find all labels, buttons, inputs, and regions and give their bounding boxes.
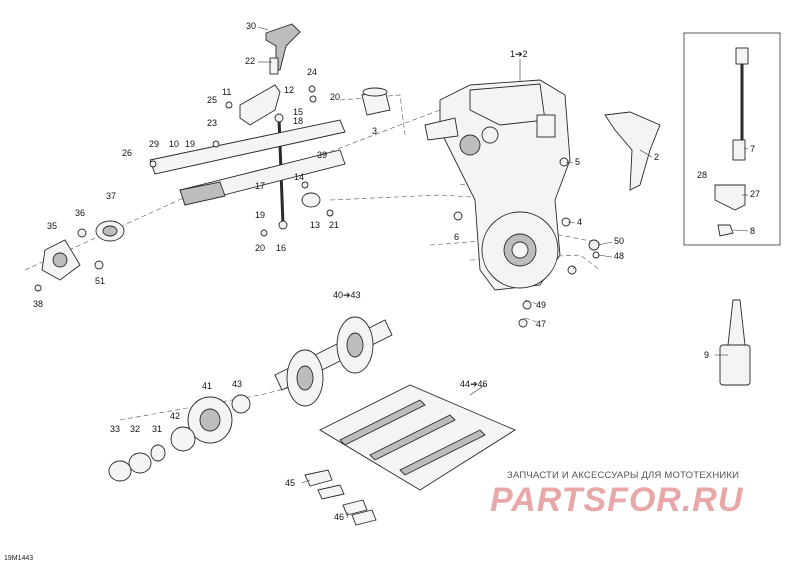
callout-47: 47: [536, 319, 546, 329]
callout-14: 14: [294, 172, 304, 182]
circlip-part: [231, 394, 251, 414]
ring-33-part: [108, 460, 132, 482]
callout-24: 24: [307, 67, 317, 77]
callout-28: 28: [697, 170, 707, 180]
callout-labels: 30 22 24 11 25 12 20 23 18 15 3 1➔2 2 19…: [33, 21, 760, 522]
callout-10: 10: [169, 139, 179, 149]
flange-part: [41, 239, 81, 281]
callout-16: 16: [276, 243, 286, 253]
callout-45: 45: [285, 478, 295, 488]
clip-45b-part: [317, 484, 345, 500]
callout-20-lower: 20: [255, 243, 265, 253]
callout-49: 49: [536, 300, 546, 310]
nut-part: [717, 224, 734, 237]
callout-9: 9: [704, 350, 709, 360]
callout-50: 50: [614, 236, 624, 246]
callout-23: 23: [207, 118, 217, 128]
clip-45-part: [304, 469, 333, 487]
brand-logo: PARTSFOR.RU: [490, 481, 744, 517]
bearing-part: [95, 220, 125, 242]
callout-27: 27: [750, 189, 760, 199]
callout-26: 26: [122, 148, 132, 158]
bearing-42-part: [170, 426, 196, 452]
slider-rail-kit-part: [319, 384, 516, 491]
callout-13: 13: [310, 220, 320, 230]
sleeve-part: [361, 87, 391, 116]
callout-19-top: 19: [185, 139, 195, 149]
svg-text:PARTSFOR.RU: PARTSFOR.RU: [490, 481, 744, 517]
callout-3: 3: [372, 126, 377, 136]
callout-18: 18: [293, 116, 303, 126]
clip-46b-part: [351, 509, 377, 526]
callout-31: 31: [152, 424, 162, 434]
callout-51: 51: [95, 276, 105, 286]
callout-46: 46: [334, 512, 344, 522]
shaft-part: [149, 119, 346, 175]
callout-1-2: 1➔2: [510, 49, 528, 59]
callout-21: 21: [329, 220, 339, 230]
leader-lines: [257, 26, 749, 519]
callout-30: 30: [246, 21, 256, 31]
seal-31-part: [150, 444, 166, 462]
callout-38: 38: [33, 299, 43, 309]
callout-17: 17: [255, 181, 265, 191]
callout-37: 37: [106, 191, 116, 201]
callout-19-lower: 19: [255, 210, 265, 220]
clip-46-part: [342, 499, 368, 516]
drawing-code: 19M1443: [4, 555, 34, 562]
bracket-part: [239, 84, 281, 126]
callout-39: 39: [317, 150, 327, 160]
callout-40-43: 40➔43: [333, 290, 361, 300]
gearbox-housing-part: [424, 79, 571, 291]
callout-43: 43: [232, 379, 242, 389]
callout-7: 7: [750, 144, 755, 154]
callout-41: 41: [202, 381, 212, 391]
shift-lever-part: [265, 23, 301, 75]
seal-32-part: [128, 452, 152, 474]
bearing-flange-bore: [199, 408, 221, 432]
fasteners: [34, 85, 600, 328]
watermark-caption: ЗАПЧАСТИ И АКСЕССУАРЫ ДЛЯ МОТОТЕХНИКИ: [507, 470, 740, 481]
callout-2: 2: [654, 152, 659, 162]
callout-25: 25: [207, 95, 217, 105]
callout-6: 6: [454, 232, 459, 242]
callout-8: 8: [750, 226, 755, 236]
callout-33: 33: [110, 424, 120, 434]
sensor-part: [732, 47, 749, 161]
callout-4-upper: 4: [577, 217, 582, 227]
callout-12: 12: [284, 85, 294, 95]
callout-32: 32: [130, 424, 140, 434]
callout-5: 5: [575, 157, 580, 167]
sprocket-shaft-part: [274, 316, 393, 407]
sensor-bracket-part: [714, 184, 746, 211]
callout-48: 48: [614, 251, 624, 261]
cover-part: [604, 111, 661, 191]
callout-36: 36: [75, 208, 85, 218]
callout-15: 15: [293, 107, 303, 117]
sealant-bottle-part: [719, 299, 751, 386]
callout-22: 22: [245, 56, 255, 66]
callout-35: 35: [47, 221, 57, 231]
callout-11: 11: [222, 87, 231, 97]
seal-ring-part: [301, 192, 321, 208]
drive-shaft-part: [179, 149, 346, 206]
callout-42: 42: [170, 411, 180, 421]
sensor-detail-box: [683, 32, 781, 246]
callout-44-46: 44➔46: [460, 379, 488, 389]
callout-20-top: 20: [330, 92, 340, 102]
callout-29: 29: [149, 139, 159, 149]
